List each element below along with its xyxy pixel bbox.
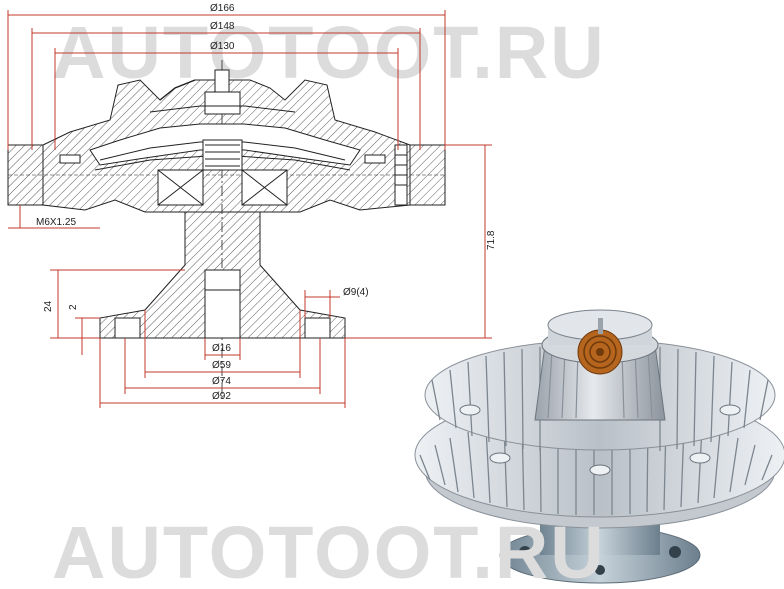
dim-d166: Ø166 — [210, 3, 235, 14]
dim-thread: M6X1.25 — [36, 217, 76, 228]
fan-clutch-photo — [414, 309, 784, 584]
dim-d59: Ø59 — [212, 360, 231, 371]
dim-height: 71.8 — [486, 230, 497, 250]
dim-d148: Ø148 — [210, 21, 235, 32]
dim-d130: Ø130 — [210, 41, 235, 52]
dim-h24: 24 — [43, 300, 54, 312]
dim-d16: Ø16 — [212, 343, 231, 354]
dimension-lines — [7, 10, 492, 408]
dim-d74: Ø74 — [212, 376, 231, 387]
dim-d92: Ø92 — [212, 391, 231, 402]
dim-h2: 2 — [68, 304, 79, 310]
dim-hole: Ø9(4) — [343, 287, 369, 298]
cross-section-drawing — [7, 60, 446, 400]
watermark-bottom: AUTOTOOT.RU — [52, 511, 606, 589]
